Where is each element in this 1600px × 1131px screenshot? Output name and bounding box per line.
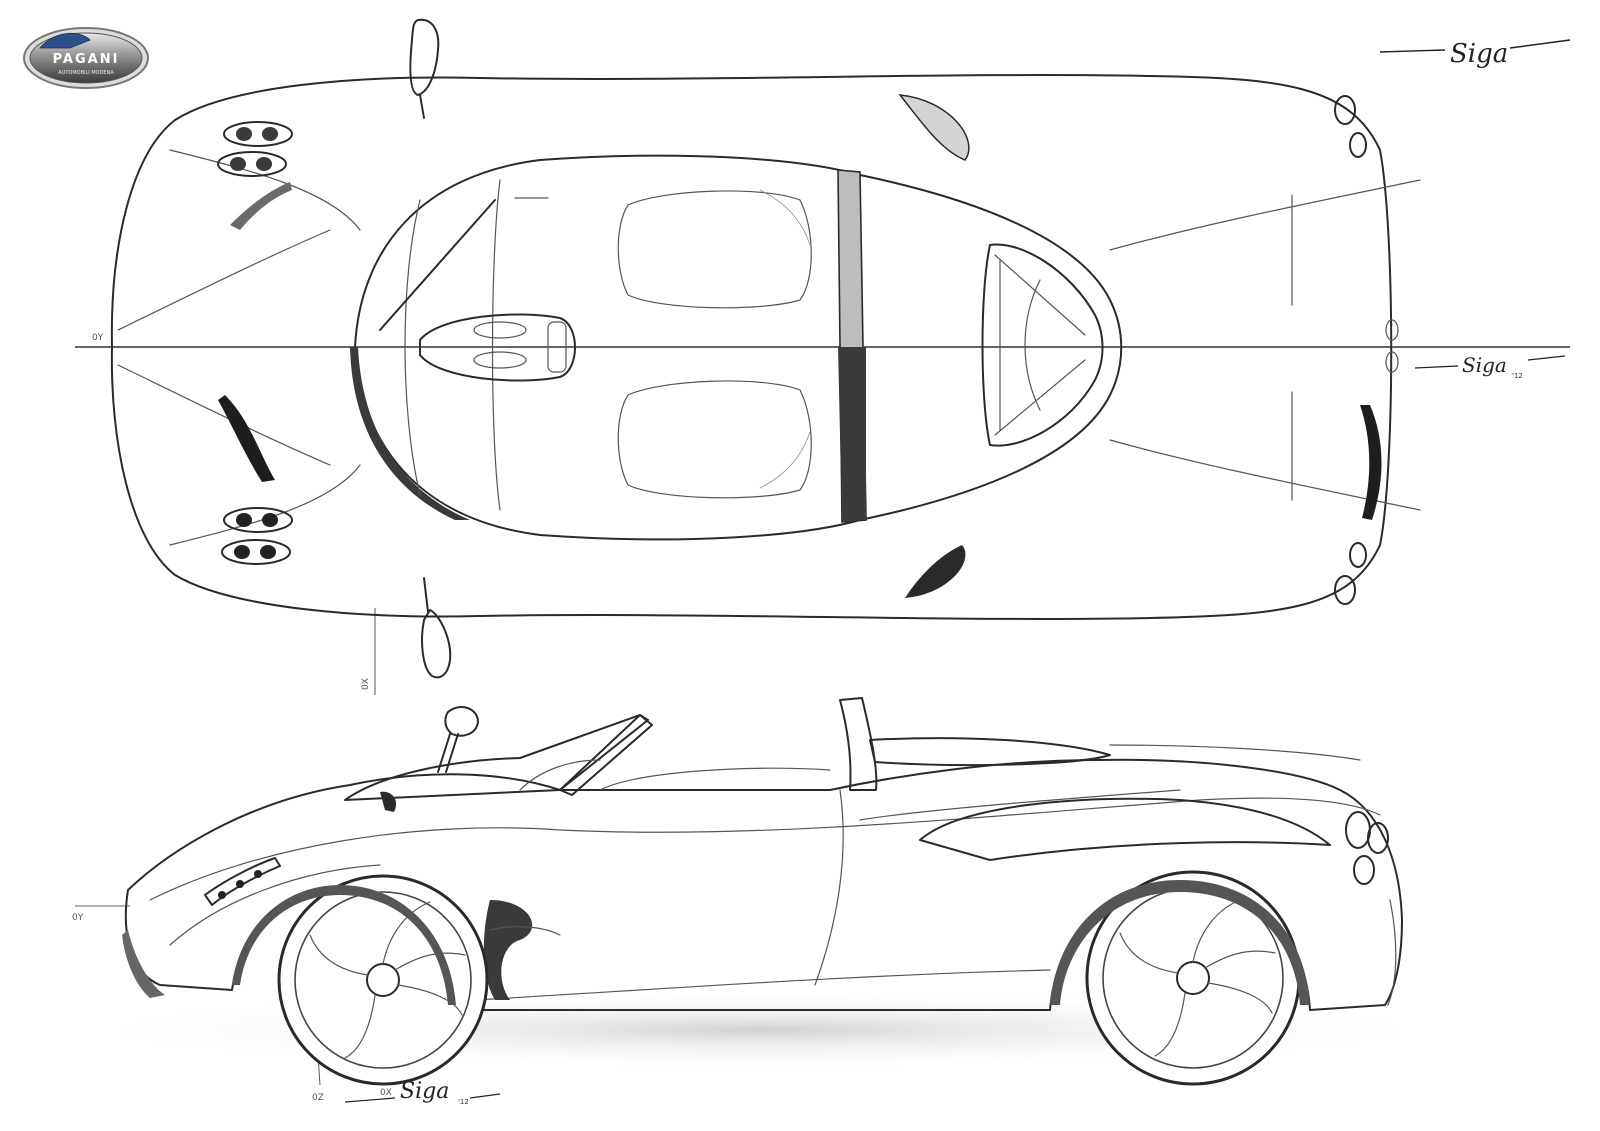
center-console	[419, 313, 576, 382]
mirror-top-left	[409, 18, 440, 119]
headlights-top-left	[217, 121, 293, 177]
rear-bumper-edge	[1387, 899, 1397, 1006]
signature-bottom: Siga '12	[344, 1079, 501, 1106]
side-ox-label: 0X	[380, 1088, 392, 1098]
side-beltline	[149, 797, 1381, 901]
rear-deck-side	[1109, 744, 1361, 761]
a-pillar-dark	[559, 714, 653, 796]
mirror-top-right	[421, 577, 452, 679]
exhaust-top-1	[1385, 319, 1399, 341]
top-nose-crease-upper	[117, 229, 331, 331]
taillights-side	[1345, 811, 1389, 885]
front-fender-crease	[169, 864, 381, 946]
headlights-top-right	[221, 507, 293, 565]
door-upper-line	[859, 789, 1181, 821]
door-shut-line	[814, 789, 844, 986]
wiper-arm	[379, 199, 496, 331]
rear-side-scoop	[919, 797, 1331, 861]
engine-cover-side	[869, 737, 1111, 767]
signature-text-bottom: Siga	[400, 1079, 449, 1104]
dash-edge-side	[519, 759, 601, 791]
pagani-logo: PAGANI AUTOMOBILI MODENA	[23, 27, 149, 89]
top-oy-label: 0Y	[92, 333, 104, 343]
car-top-view: 0Y 0X	[75, 18, 1570, 695]
cockpit-shadow-edge	[350, 347, 470, 520]
side-air-intake	[483, 900, 533, 1000]
signature-text-top: Siga	[1450, 39, 1508, 69]
side-intake-lip	[489, 926, 561, 936]
logo-wing-icon	[39, 32, 91, 49]
front-splitter	[122, 930, 165, 998]
top-body-outline	[110, 74, 1393, 620]
exhaust-top-2	[1385, 351, 1399, 373]
taillights-top	[1334, 95, 1367, 158]
rear-deck-line-top	[1109, 179, 1421, 251]
front-wheel	[277, 874, 489, 1086]
rear-wheel	[1085, 870, 1301, 1086]
side-intake-bottom	[905, 545, 966, 598]
engine-cover-window	[981, 243, 1104, 447]
cockpit-edge-side	[599, 767, 831, 791]
logo-wordmark: PAGANI	[53, 52, 120, 67]
roll-hoop-shadow	[838, 347, 866, 522]
side-oy-label: 0Y	[72, 913, 84, 923]
top-ox-label: 0X	[361, 678, 371, 690]
cockpit-outline	[354, 154, 1123, 541]
logo-subtext: AUTOMOBILI MODENA	[58, 70, 114, 76]
front-intake-upper	[230, 182, 292, 230]
side-sill-crease	[474, 969, 1051, 1001]
seat-top-right	[617, 380, 812, 499]
signature-text-middle: Siga	[1462, 353, 1507, 377]
top-fender-crease-left	[169, 149, 361, 231]
signature-top-right: Siga	[1379, 39, 1571, 69]
mirror-base	[380, 791, 397, 812]
side-oz-label: 0Z	[312, 1093, 324, 1103]
car-side-view: 0Y 0Z 0X	[60, 697, 1460, 1103]
taillights-bottom	[1334, 542, 1367, 605]
top-nose-crease-lower	[117, 364, 331, 466]
seat-top-left	[617, 189, 812, 309]
signature-year-bottom: '12	[458, 1098, 469, 1106]
signature-middle-right: Siga '12	[1414, 353, 1566, 380]
windscreen-top-edge	[404, 199, 421, 496]
windscreen-frame	[344, 714, 649, 801]
rear-dark-edge	[1360, 405, 1382, 520]
roll-hoop-side	[839, 697, 878, 791]
side-intake-top	[898, 94, 970, 161]
signature-year-middle: '12	[1512, 372, 1523, 380]
mirror-side	[437, 706, 479, 773]
headlights-side	[204, 857, 281, 906]
front-intake-lower	[218, 395, 275, 482]
dashboard-edge	[491, 179, 501, 511]
